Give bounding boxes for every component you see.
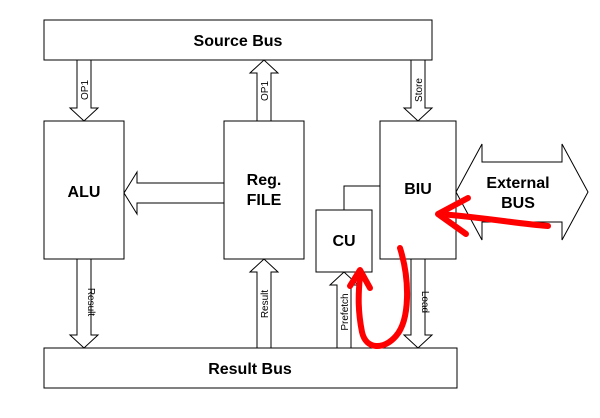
- biu-block: BIU: [379, 120, 457, 260]
- store-arrow: Store: [402, 59, 434, 122]
- external-bus-arrow: External BUS: [455, 143, 589, 241]
- op1-to-alu-label: OP1: [80, 80, 91, 100]
- red-arrow-to-biu: [437, 211, 551, 229]
- reg-result-arrow: Result: [248, 258, 280, 349]
- red-loop-arrow: [355, 245, 410, 349]
- cu-label: CU: [332, 233, 355, 250]
- alu-result-label: Result: [85, 288, 96, 317]
- op1-to-alu-arrow: OP1: [68, 59, 100, 122]
- external-bus-label-line2: BUS: [501, 195, 535, 212]
- reg-file-label-line2: FILE: [247, 192, 282, 209]
- reg-file-label-line1: Reg.: [247, 172, 282, 189]
- external-bus-label-line1: External: [486, 175, 549, 192]
- alu-block: ALU: [43, 120, 125, 260]
- prefetch-label: Prefetch: [340, 293, 351, 330]
- reg-to-alu-arrow: [123, 170, 225, 216]
- store-label: Store: [414, 78, 425, 102]
- op1-from-reg-arrow: OP1: [248, 59, 280, 122]
- load-label: Load: [419, 291, 430, 313]
- reg-result-label: Result: [260, 290, 271, 319]
- red-annotation: [347, 195, 551, 349]
- result-bus: Result Bus: [43, 347, 458, 389]
- op1-from-reg-label: OP1: [260, 81, 271, 101]
- cu-block: CU: [315, 209, 373, 273]
- source-bus-label: Source Bus: [194, 33, 283, 50]
- biu-label: BIU: [404, 181, 432, 198]
- red-arrowhead-cu: [347, 267, 373, 291]
- red-arrowhead-biu: [435, 195, 471, 237]
- alu-result-arrow: Result: [68, 258, 100, 349]
- alu-label: ALU: [68, 184, 101, 201]
- prefetch-arrow: Prefetch: [328, 271, 360, 349]
- cu-biu-connector: [343, 185, 380, 210]
- load-arrow: Load: [402, 258, 434, 349]
- register-file-block: Reg. FILE: [223, 120, 305, 260]
- result-bus-label: Result Bus: [208, 361, 292, 378]
- source-bus: Source Bus: [43, 19, 433, 61]
